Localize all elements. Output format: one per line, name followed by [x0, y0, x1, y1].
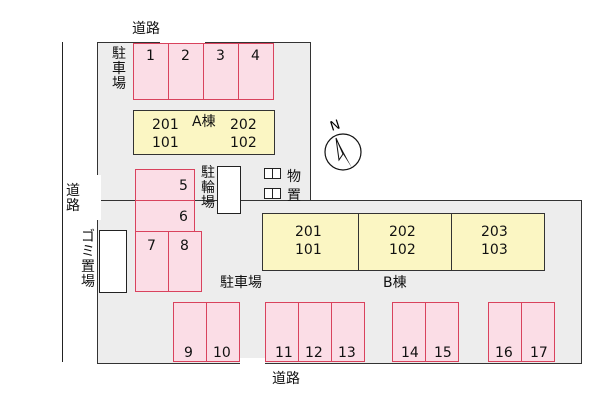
road-label-top: 道路	[132, 21, 160, 37]
building-b-divider	[451, 214, 452, 270]
building-a-name: A棟	[192, 114, 216, 130]
stall-9: 9	[173, 302, 207, 362]
unit-a-201: 201	[152, 117, 179, 133]
parking-label-top: 駐車場	[112, 46, 126, 92]
storage-icon	[272, 188, 281, 199]
stall-8: 8	[168, 231, 202, 292]
road-label-bottom: 道路	[272, 371, 300, 387]
unit-a-102: 102	[230, 135, 257, 151]
stall-2: 2	[168, 43, 204, 100]
bicycle-parking-box	[217, 166, 241, 214]
bicycle-parking-label: 駐輪場	[201, 165, 215, 211]
compass-label: N	[328, 118, 342, 135]
garbage-box	[99, 230, 127, 293]
stall-17: 17	[521, 302, 555, 362]
stall-15: 15	[425, 302, 459, 362]
storage-icon	[272, 168, 281, 179]
stall-1: 1	[133, 43, 169, 100]
stall-13: 13	[331, 302, 365, 362]
road-label-left: 道路	[66, 183, 80, 214]
stall-14: 14	[392, 302, 426, 362]
unit-b-202: 202	[389, 224, 416, 240]
stall-16: 16	[488, 302, 522, 362]
garbage-label: ゴミ置場	[81, 229, 95, 290]
stall-10: 10	[206, 302, 240, 362]
unit-b-103: 103	[481, 242, 508, 258]
building-b-divider	[358, 214, 359, 270]
stall-11: 11	[265, 302, 299, 362]
north-compass-icon: N	[318, 116, 364, 174]
unit-b-102: 102	[389, 242, 416, 258]
unit-a-101: 101	[152, 135, 179, 151]
building-b-name: B棟	[383, 275, 407, 291]
unit-b-201: 201	[295, 224, 322, 240]
unit-b-203: 203	[481, 224, 508, 240]
stall-7: 7	[135, 231, 169, 292]
storage-label: 物置	[287, 169, 301, 204]
unit-b-101: 101	[295, 242, 322, 258]
unit-a-202: 202	[230, 117, 257, 133]
road-line-left	[62, 42, 63, 362]
stall-6: 6	[135, 200, 195, 232]
building-a: 201 202 101 102 A棟	[133, 110, 275, 155]
road-opening-left	[93, 175, 101, 220]
stall-4: 4	[238, 43, 274, 100]
parking-label-main: 駐車場	[220, 275, 262, 291]
road-opening-top	[160, 38, 205, 46]
building-b: 201 202 203 101 102 103	[262, 213, 545, 271]
stall-3: 3	[203, 43, 239, 100]
stall-12: 12	[298, 302, 332, 362]
road-opening-bottom	[240, 358, 265, 366]
stall-5: 5	[135, 169, 195, 201]
